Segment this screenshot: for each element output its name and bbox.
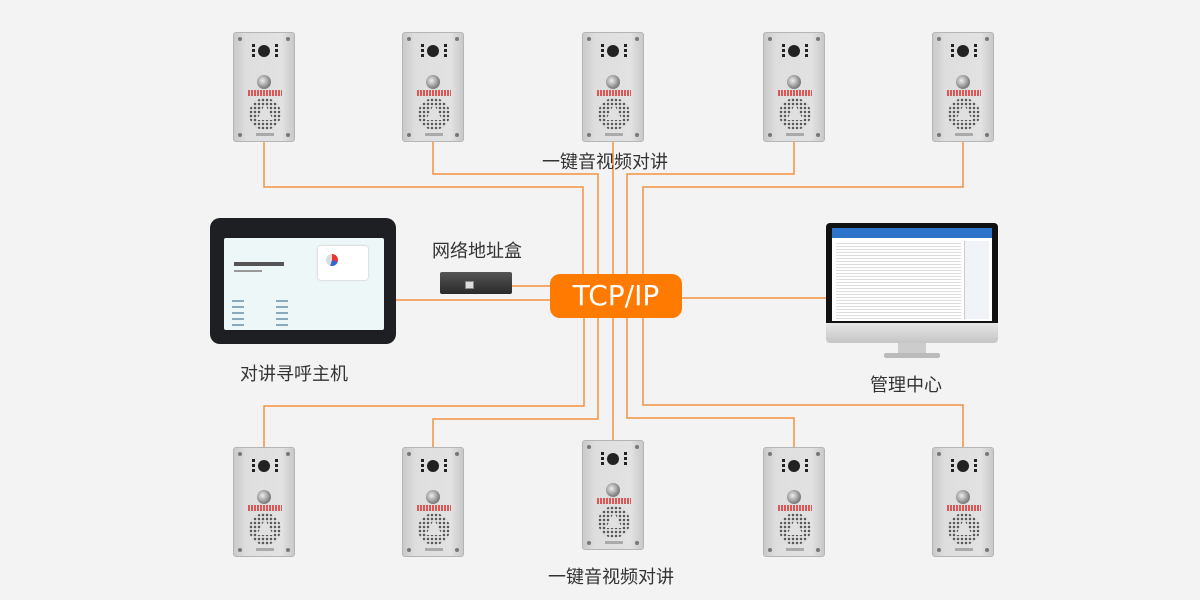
intercom-terminal — [932, 32, 994, 142]
wire-top-1 — [263, 140, 584, 290]
call-button-icon — [257, 75, 271, 89]
wire-bottom-5 — [642, 300, 964, 448]
call-button-icon — [606, 75, 620, 89]
wire-top-5 — [642, 140, 964, 290]
intercom-terminal — [233, 447, 295, 557]
network-box-label: 网络地址盒 — [432, 241, 522, 262]
intercom-terminal — [932, 447, 994, 557]
monitor-screen — [832, 228, 992, 321]
call-button-icon — [787, 490, 801, 504]
speaker-icon — [948, 98, 980, 130]
speaker-icon — [418, 98, 450, 130]
speaker-icon — [598, 98, 630, 130]
call-button-icon — [257, 490, 271, 504]
speaker-icon — [249, 513, 281, 545]
speaker-icon — [249, 98, 281, 130]
paging-host-tablet — [210, 218, 396, 344]
call-button-icon — [606, 483, 620, 497]
tcp-ip-hub: TCP/IP — [550, 274, 682, 318]
network-address-box — [440, 272, 512, 294]
intercom-terminal — [402, 32, 464, 142]
intercom-terminal — [582, 440, 644, 550]
call-button-icon — [956, 75, 970, 89]
bottom-caption: 一键音视频对讲 — [548, 567, 674, 588]
wire-bottom-4 — [626, 300, 795, 448]
speaker-icon — [418, 513, 450, 545]
speaker-icon — [948, 513, 980, 545]
call-button-icon — [956, 490, 970, 504]
intercom-terminal — [763, 32, 825, 142]
tablet-screen — [224, 238, 384, 330]
pie-chart-icon — [326, 254, 338, 266]
speaker-icon — [598, 506, 630, 538]
ethernet-port-icon — [465, 281, 474, 289]
call-button-icon — [426, 490, 440, 504]
wire-top-4 — [626, 140, 795, 290]
intercom-terminal — [402, 447, 464, 557]
speaker-icon — [779, 98, 811, 130]
management-monitor — [826, 223, 998, 359]
top-caption: 一键音视频对讲 — [542, 152, 668, 173]
wire-bottom-1 — [263, 300, 585, 448]
management-label: 管理中心 — [870, 375, 942, 396]
intercom-terminal — [763, 447, 825, 557]
call-button-icon — [787, 75, 801, 89]
call-button-icon — [426, 75, 440, 89]
wire-top-2 — [432, 140, 599, 290]
speaker-icon — [779, 513, 811, 545]
host-label: 对讲寻呼主机 — [240, 364, 348, 385]
intercom-terminal — [582, 32, 644, 142]
wire-bottom-2 — [432, 300, 599, 448]
intercom-terminal — [233, 32, 295, 142]
